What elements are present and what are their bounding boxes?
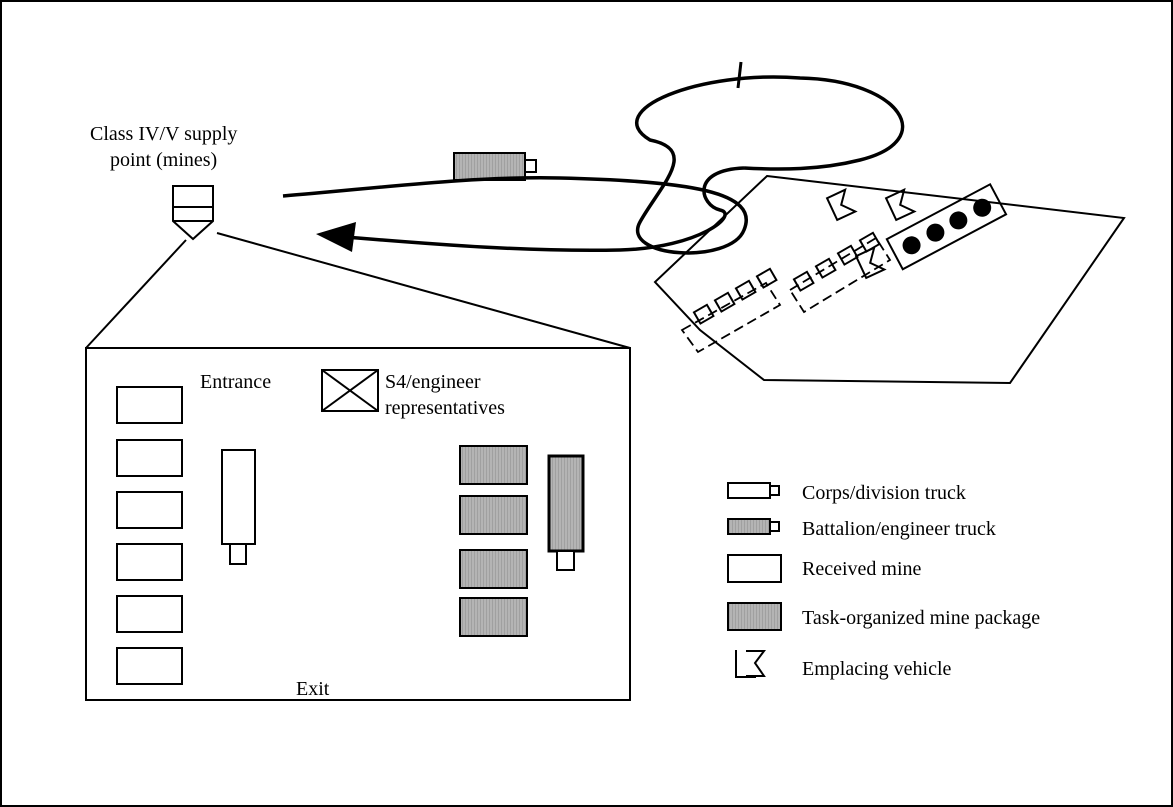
received-mine — [116, 386, 183, 424]
obstacle-group-1 — [680, 267, 782, 354]
gray-box-icon — [727, 602, 782, 631]
legend-label-emplacing-vehicle: Emplacing vehicle — [802, 658, 952, 680]
inset-callout-left — [85, 239, 187, 349]
route-loop — [282, 75, 905, 255]
inset-box — [85, 347, 631, 701]
legend-label-received-mine: Received mine — [802, 558, 922, 580]
route-tick — [736, 61, 743, 89]
white-box-icon — [727, 554, 782, 583]
supply-point-label-line2: point (mines) — [110, 149, 217, 171]
mine-package — [459, 495, 528, 535]
legend: Corps/division truck Battalion/engineer … — [727, 482, 1040, 680]
received-mine — [116, 647, 183, 685]
inset-callout-right — [216, 232, 631, 349]
emplacing-vehicle-1 — [825, 187, 858, 222]
received-mine — [116, 491, 183, 529]
received-mine — [116, 595, 183, 633]
s4-label-line2: representatives — [385, 397, 505, 419]
mine-package — [459, 445, 528, 485]
legend-label-mine-package: Task-organized mine package — [802, 607, 1040, 629]
mine-packages-column — [459, 445, 528, 637]
route-return — [344, 166, 745, 253]
supply-point-label-line1: Class IV/V supply — [90, 123, 237, 145]
minefield-area — [653, 174, 1126, 385]
mine-package — [459, 549, 528, 589]
emplacing-vehicle-2 — [884, 187, 917, 222]
legend-label-battalion-truck: Battalion/engineer truck — [802, 518, 996, 540]
s4-label-line1: S4/engineer — [385, 371, 481, 393]
received-mine — [116, 439, 183, 477]
received-mine — [116, 543, 183, 581]
emplacing-vehicle-icon — [735, 650, 766, 678]
white-truck-icon — [727, 482, 780, 499]
legend-label-corps-truck: Corps/division truck — [802, 482, 966, 504]
obstacle-group-2 — [788, 231, 892, 314]
received-mines-column — [116, 386, 183, 685]
gray-truck-icon — [727, 518, 780, 535]
battalion-truck-on-route — [453, 152, 537, 181]
battalion-truck-inset — [547, 454, 585, 571]
corps-truck-inset — [221, 449, 256, 565]
emplacing-vehicle-3 — [854, 245, 887, 280]
s4-engineer-symbol — [321, 369, 379, 412]
entrance-label: Entrance — [200, 371, 271, 393]
supply-point-symbol — [172, 185, 214, 241]
mine-package — [459, 597, 528, 637]
completed-minefield — [885, 182, 1008, 271]
route-arrowhead — [316, 222, 356, 252]
exit-label: Exit — [296, 678, 330, 700]
